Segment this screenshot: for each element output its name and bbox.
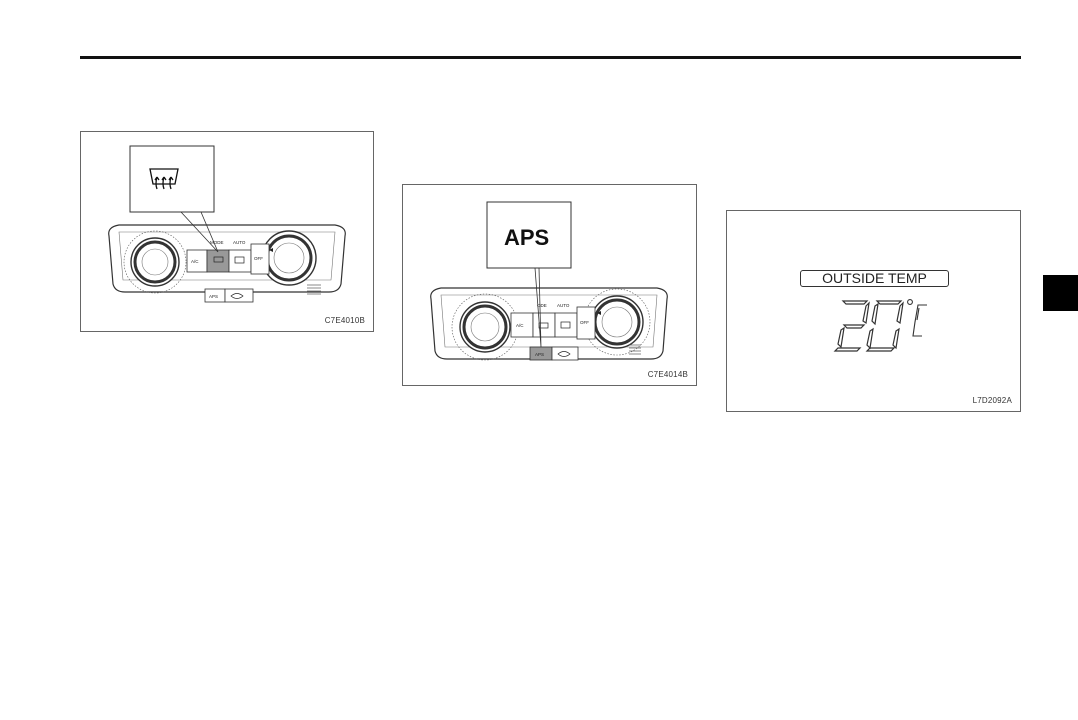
callout-box — [486, 201, 572, 269]
degree-c-icon — [907, 299, 927, 337]
figure-code: L7D2092A — [972, 396, 1012, 405]
mode-label: MODE — [210, 240, 224, 245]
vent-grille — [307, 284, 321, 295]
defroster-button-highlighted — [206, 249, 230, 273]
temperature-dial-left — [123, 230, 187, 294]
off-label: OFF — [580, 320, 589, 325]
defroster-icon — [149, 168, 179, 190]
auto-label: AUTO — [233, 240, 246, 245]
defroster-button — [532, 312, 556, 338]
off-label: OFF — [254, 256, 263, 261]
temperature-digits — [833, 300, 904, 352]
off-button — [250, 243, 270, 275]
top-rule — [80, 56, 1021, 59]
aps-label: APS — [535, 352, 544, 357]
ac-label: A/C — [516, 323, 524, 328]
fan-dial-right — [261, 230, 317, 286]
temperature-display — [833, 299, 927, 352]
mode-label: ODE — [537, 303, 547, 308]
defroster-illustration: A/C MODE AUTO OFF APS — [108, 145, 346, 303]
vent-grille — [629, 344, 641, 355]
off-button — [576, 306, 596, 340]
ac-label: A/C — [191, 259, 199, 264]
figure-defroster: A/C MODE AUTO OFF APS C7E4010B — [80, 131, 374, 332]
rear-defroster-button — [554, 312, 578, 338]
recirculation-button — [224, 288, 254, 303]
rear-defroster-button — [228, 249, 252, 273]
aps-callout-text: APS — [504, 225, 549, 250]
aps-illustration: A/C ODE AUTO OFF APS APS — [430, 201, 668, 361]
figure-code: C7E4014B — [647, 370, 688, 379]
temperature-dial-left — [451, 293, 519, 361]
recirculation-button — [551, 346, 579, 361]
outside-temp-label: OUTSIDE TEMP — [800, 270, 949, 287]
section-tab — [1043, 275, 1078, 311]
figure-aps: A/C ODE AUTO OFF APS APS C7E4014B — [402, 184, 697, 386]
figure-code: C7E4010B — [324, 316, 365, 325]
fan-dial-right — [583, 288, 651, 356]
aps-label: APS — [209, 294, 218, 299]
figure-outside-temp: OUTSIDE TEMP L7D2092A — [726, 210, 1021, 412]
auto-label: AUTO — [557, 303, 570, 308]
